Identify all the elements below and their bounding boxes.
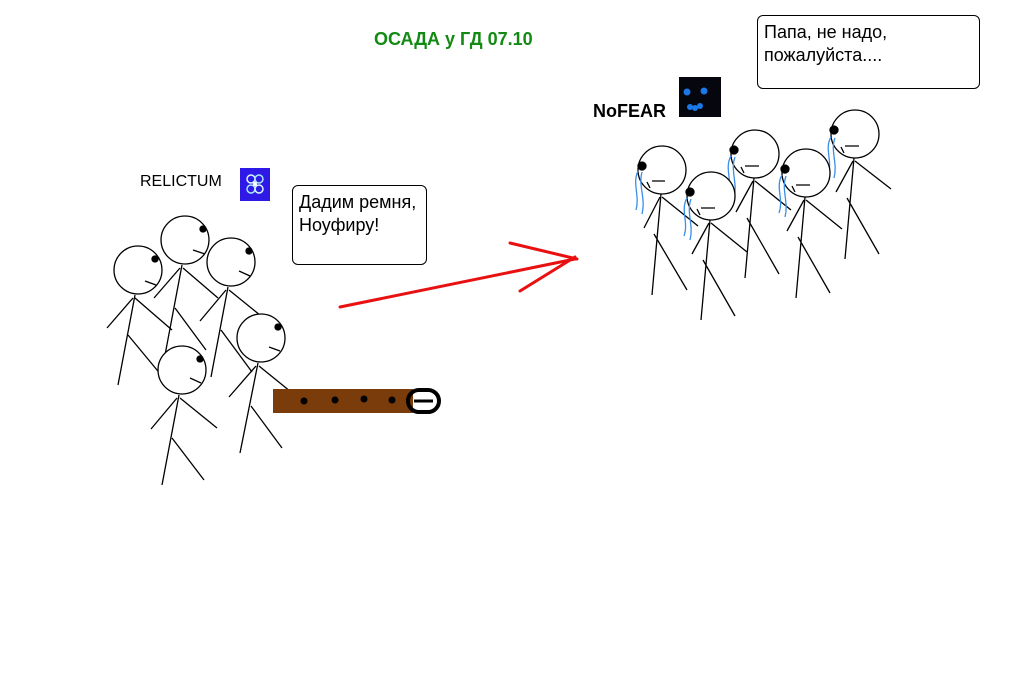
attack-arrow-icon [338,241,579,309]
nofear-figure [827,109,892,260]
nofear-figure [778,148,843,299]
nofear-team-label: NoFEAR [593,101,666,121]
relictum-figure [106,245,173,386]
relictum-figure [153,215,219,356]
page-title: ОСАДА у ГД 07.10 [374,29,533,49]
relictum-clan-icon [240,168,270,201]
nofear-figure [635,145,699,296]
belt-icon [273,388,441,414]
nofear-speech-bubble: Папа, не надо, пожалуйста.... [757,15,980,89]
nofear-clan-icon [679,77,721,117]
relictum-figure [228,313,297,454]
relictum-team-label: RELICTUM [140,173,222,190]
relictum-speech-bubble: Дадим ремня, Ноуфиру! [292,185,427,265]
nofear-figure [727,129,792,279]
relictum-figure [199,237,267,378]
nofear-figure [683,171,748,321]
relictum-figure [150,345,218,486]
